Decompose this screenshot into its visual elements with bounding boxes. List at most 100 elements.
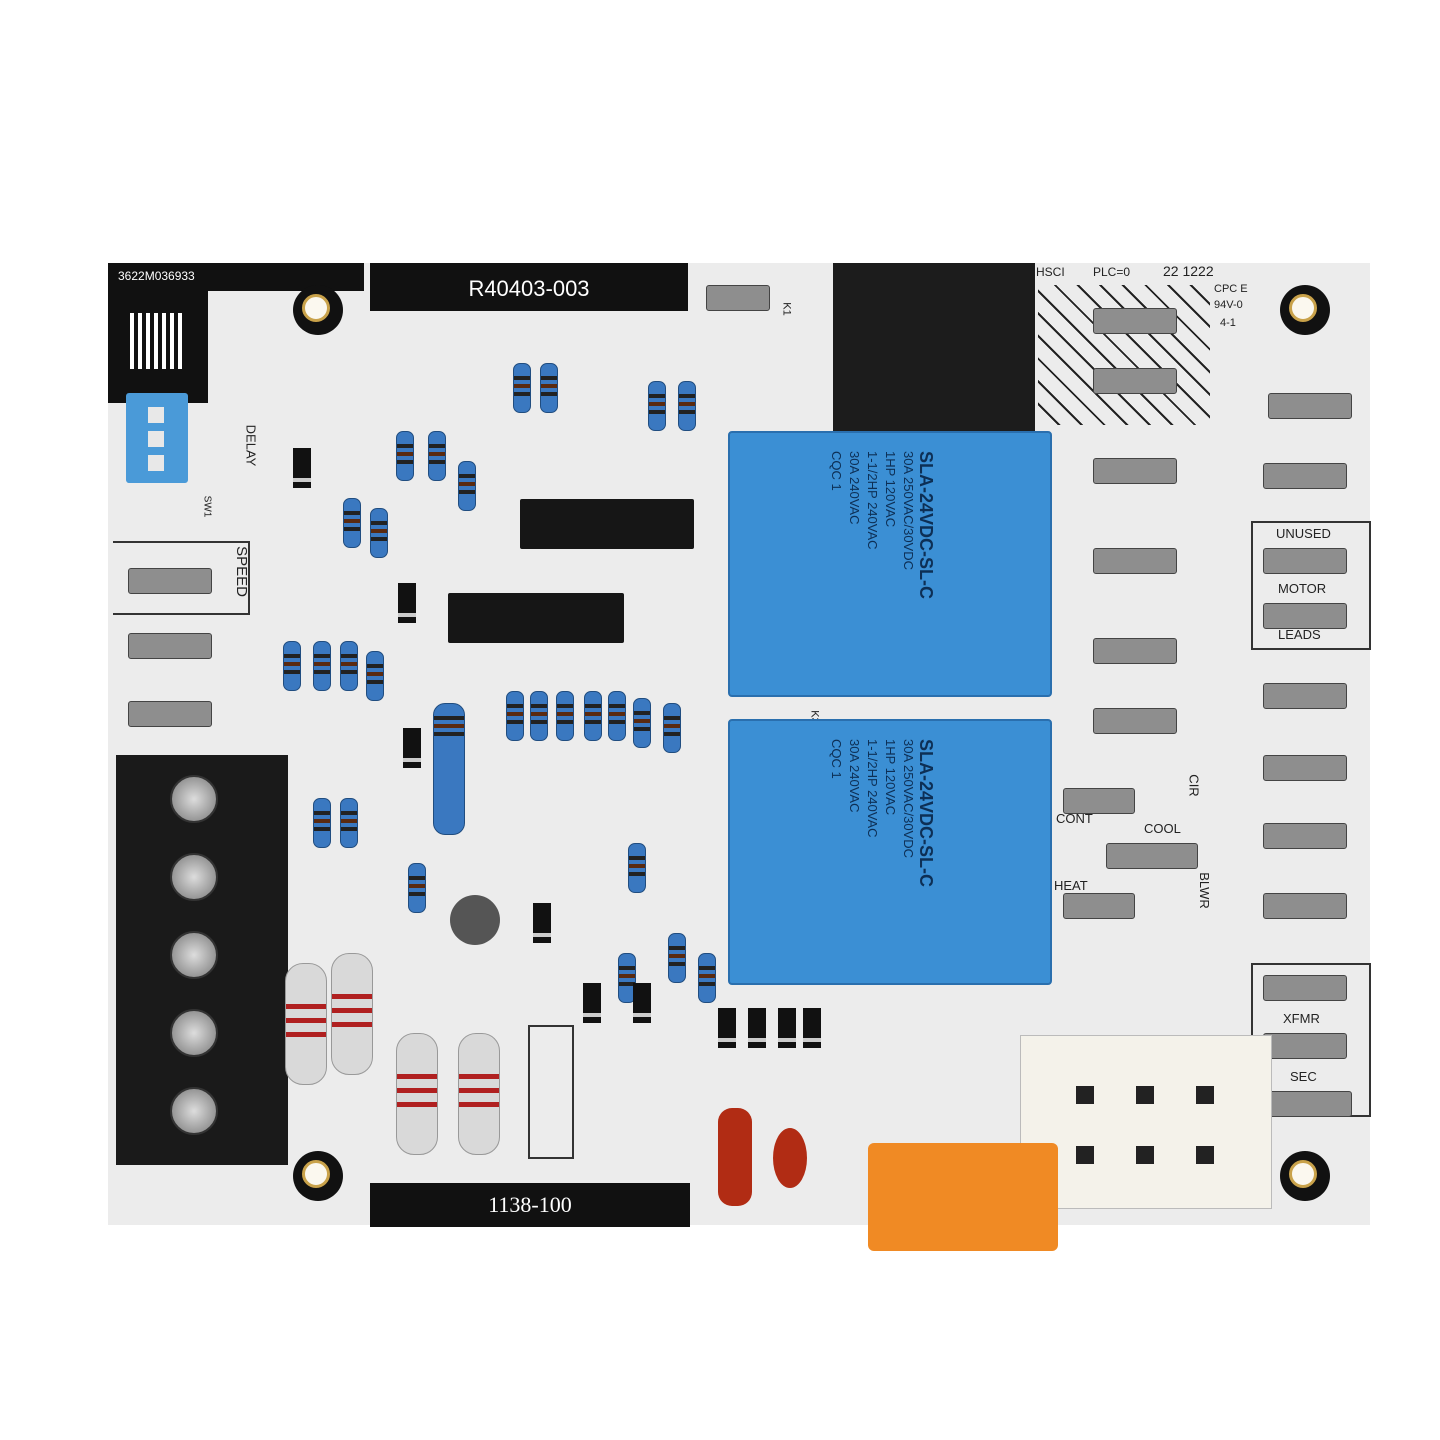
cir-label: CIR xyxy=(1186,774,1202,797)
large-resistor xyxy=(433,703,465,835)
terminal-cont[interactable] xyxy=(1063,788,1135,814)
sw1-label: SW1 xyxy=(201,495,213,518)
relay-rating: 1HP 120VAC xyxy=(883,451,898,528)
speed-box xyxy=(113,541,250,615)
diode xyxy=(778,1008,796,1048)
relay-brand: CQC xyxy=(829,739,844,768)
terminal-screw[interactable] xyxy=(170,1087,218,1135)
hatched-area xyxy=(1038,285,1210,425)
relay-rating: 1-1/2HP 240VAC xyxy=(865,739,880,838)
relay-brand: CQC xyxy=(829,451,844,480)
resistor xyxy=(698,953,716,1003)
terminal-screw[interactable] xyxy=(170,1009,218,1057)
resistor xyxy=(343,498,361,548)
relay-rating: 30A 250VAC/30VDC xyxy=(901,451,916,570)
relay-rating: 30A 240VAC xyxy=(847,451,862,525)
relay-pin: 1 xyxy=(829,483,844,491)
resistor xyxy=(370,508,388,558)
relay-k2: SLA-24VDC-SL-C 30A 250VAC/30VDC 1HP 120V… xyxy=(728,431,1052,697)
ic-u1 xyxy=(448,593,624,643)
terminal[interactable] xyxy=(1263,683,1347,709)
sec-label: SEC xyxy=(1290,1069,1317,1084)
power-resistor xyxy=(331,953,373,1075)
terminal[interactable] xyxy=(1093,708,1177,734)
motor-label: MOTOR xyxy=(1278,581,1327,596)
resistor xyxy=(556,691,574,741)
resistor xyxy=(584,691,602,741)
electrolytic-capacitor xyxy=(450,895,500,945)
resistor xyxy=(628,843,646,893)
terminal[interactable] xyxy=(1263,823,1347,849)
terminal-sec[interactable] xyxy=(1268,1091,1352,1117)
cert-cpc: CPC E xyxy=(1214,283,1248,295)
resistor xyxy=(513,363,531,413)
terminal[interactable] xyxy=(1093,458,1177,484)
terminal-c[interactable] xyxy=(1263,975,1347,1001)
k1-label: K1 xyxy=(780,302,793,316)
date-code: 22 1222 xyxy=(1163,263,1214,279)
terminal-unused[interactable] xyxy=(1263,548,1347,574)
resistor xyxy=(540,363,558,413)
xfmr-label: XFMR xyxy=(1283,1011,1320,1026)
diode xyxy=(398,583,416,623)
power-resistor xyxy=(458,1033,500,1155)
terminal[interactable] xyxy=(1093,548,1177,574)
speed-terminal[interactable] xyxy=(128,568,212,594)
resistor xyxy=(340,641,358,691)
cool-label: COOL xyxy=(1144,821,1181,836)
terminal-heat[interactable] xyxy=(1063,893,1135,919)
diode xyxy=(718,1008,736,1048)
terminal-screw[interactable] xyxy=(170,931,218,979)
mounting-hole xyxy=(293,285,343,335)
resistor xyxy=(366,651,384,701)
terminal[interactable] xyxy=(1263,755,1347,781)
resistor xyxy=(663,703,681,753)
terminal-screw[interactable] xyxy=(170,853,218,901)
terminal-xfmr[interactable] xyxy=(1263,1033,1347,1059)
unused-label: UNUSED xyxy=(1276,526,1331,541)
terminal-screw[interactable] xyxy=(170,775,218,823)
resistor xyxy=(313,641,331,691)
relay-k1 xyxy=(833,263,1035,448)
resistor xyxy=(408,863,426,913)
terminal[interactable] xyxy=(1093,638,1177,664)
terminal-s1[interactable] xyxy=(1093,308,1177,334)
relay-rating: 1HP 120VAC xyxy=(883,739,898,816)
terminal-s3[interactable] xyxy=(1268,393,1352,419)
relay-rating: 1-1/2HP 240VAC xyxy=(865,451,880,550)
diode xyxy=(583,983,601,1023)
relay-rating: 30A 250VAC/30VDC xyxy=(901,739,916,858)
terminal-motor[interactable] xyxy=(1263,603,1347,629)
terminal[interactable] xyxy=(1263,463,1347,489)
resistor xyxy=(428,431,446,481)
terminal-s2[interactable] xyxy=(1093,368,1177,394)
resistor xyxy=(340,798,358,848)
mounting-hole xyxy=(1280,285,1330,335)
cert-hsci: HSCI xyxy=(1036,265,1065,279)
terminal[interactable] xyxy=(706,285,770,311)
terminal-cool[interactable] xyxy=(1106,843,1198,869)
resistor xyxy=(648,381,666,431)
serial-number: 3622M036933 xyxy=(118,269,195,283)
resistor xyxy=(530,691,548,741)
part-number-top: R40403-003 xyxy=(370,263,688,311)
diode xyxy=(803,1008,821,1048)
dip-switch[interactable] xyxy=(126,393,188,483)
resistor xyxy=(506,691,524,741)
motor-leads-box xyxy=(1251,521,1371,650)
blade-fuse[interactable] xyxy=(868,1143,1058,1251)
cert-94v: 94V-0 xyxy=(1214,299,1243,311)
molex-connector[interactable] xyxy=(1020,1035,1272,1209)
heat-label: HEAT xyxy=(1054,878,1088,893)
part-number-bottom: 1138-100 xyxy=(370,1183,690,1227)
terminal[interactable] xyxy=(1263,893,1347,919)
screw-terminal-block xyxy=(116,755,288,1165)
diode xyxy=(748,1008,766,1048)
cert-plc: PLC=0 xyxy=(1093,265,1131,279)
capacitor xyxy=(718,1108,752,1206)
mounting-hole xyxy=(1280,1151,1330,1201)
speed-label: SPEED xyxy=(232,546,250,597)
speed-terminal[interactable] xyxy=(128,633,212,659)
speed-terminal[interactable] xyxy=(128,701,212,727)
diode xyxy=(293,448,311,488)
